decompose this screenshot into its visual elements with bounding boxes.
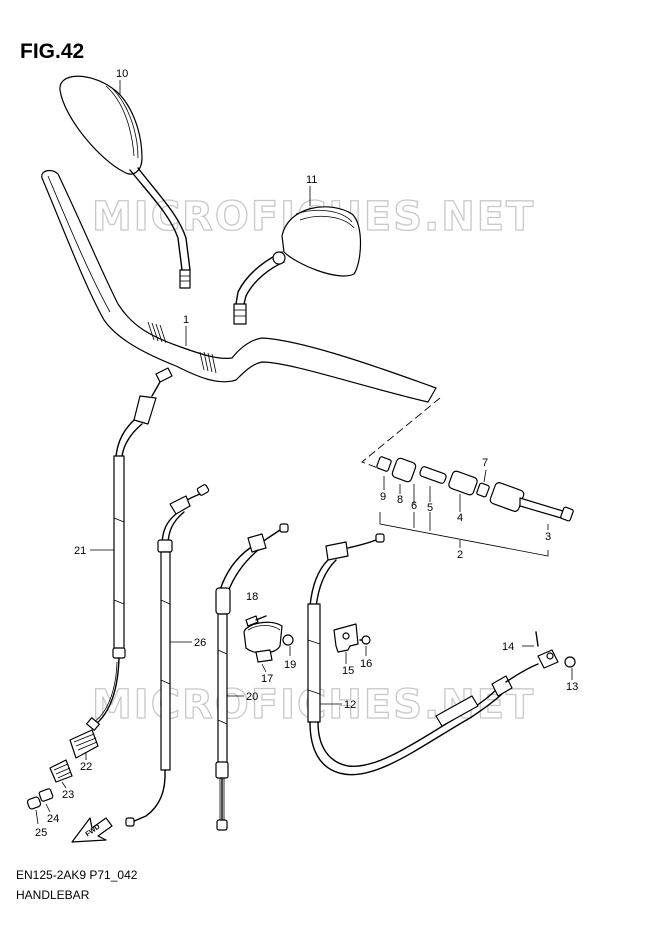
callout-26: 26 xyxy=(194,637,206,649)
cable-12 xyxy=(307,533,576,776)
grip-assembly xyxy=(376,456,574,557)
callout-25: 25 xyxy=(35,827,47,839)
section-name: HANDLEBAR xyxy=(16,888,90,902)
callout-23: 23 xyxy=(62,789,74,801)
callout-6: 6 xyxy=(411,500,417,512)
callout-10: 10 xyxy=(116,68,128,80)
assembly-dashed-line xyxy=(361,397,441,469)
fwd-arrow: FWD xyxy=(71,817,113,843)
figure-title: FIG.42 xyxy=(20,40,85,63)
callout-12: 12 xyxy=(344,699,356,711)
callout-21: 21 xyxy=(74,545,86,557)
cable-small-parts xyxy=(26,729,99,825)
callout-18: 18 xyxy=(246,591,258,603)
callout-4: 4 xyxy=(457,512,463,524)
callout-1: 1 xyxy=(183,314,189,326)
callout-7: 7 xyxy=(482,457,488,469)
callout-20: 20 xyxy=(246,691,258,703)
callout-11: 11 xyxy=(306,174,317,186)
callout-5: 5 xyxy=(427,502,433,514)
callout-16: 16 xyxy=(360,658,372,670)
cable-26 xyxy=(125,484,210,827)
callout-19: 19 xyxy=(284,659,296,671)
callout-8: 8 xyxy=(397,494,403,506)
handlebar xyxy=(41,169,437,403)
bracket-15 xyxy=(333,623,371,664)
callout-15: 15 xyxy=(342,665,354,677)
mirror-right xyxy=(233,206,362,325)
callout-24: 24 xyxy=(47,813,59,825)
cable-20 xyxy=(215,523,289,831)
callout-17: 17 xyxy=(261,673,273,685)
mirror-left xyxy=(59,75,191,289)
callout-2: 2 xyxy=(457,549,463,561)
figure-code: EN125-2AK9 P71_042 xyxy=(16,868,138,882)
throttle-cable-21 xyxy=(85,367,173,731)
callout-22: 22 xyxy=(80,761,92,773)
callout-3: 3 xyxy=(545,531,551,543)
callout-14: 14 xyxy=(502,641,514,653)
holder-17 xyxy=(243,615,294,673)
callout-13: 13 xyxy=(566,681,578,693)
callout-9: 9 xyxy=(380,491,386,503)
